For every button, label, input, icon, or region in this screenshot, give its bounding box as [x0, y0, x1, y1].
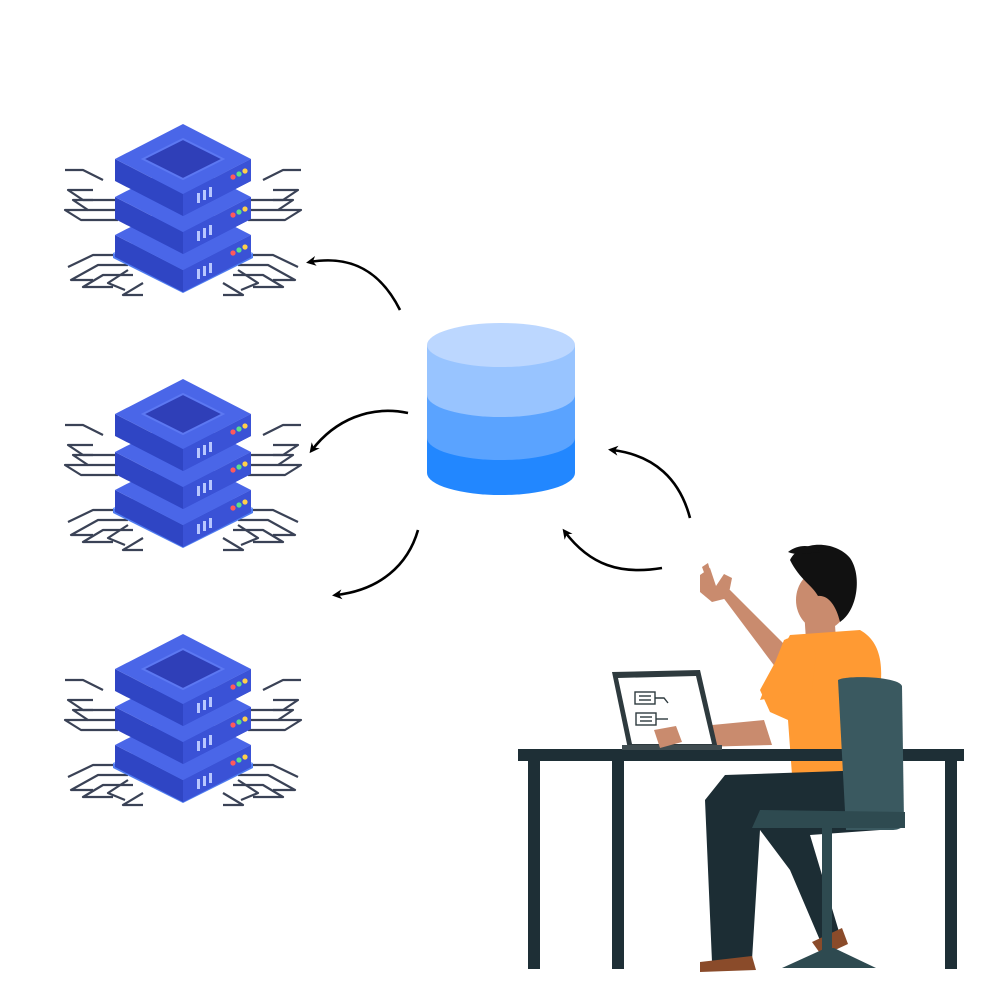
server-middle [65, 379, 301, 550]
server-top [65, 124, 301, 295]
server-bottom [65, 634, 301, 805]
hand [654, 726, 682, 748]
curved-arrow-icon [332, 529, 420, 600]
curved-arrow-icon [309, 409, 409, 454]
curved-arrow-icon [562, 528, 663, 572]
curved-arrow-icon [608, 445, 692, 519]
database-icon [427, 323, 575, 495]
laptop-icon [612, 670, 722, 750]
curved-arrow-icon [306, 256, 402, 311]
arrows [306, 256, 692, 600]
chair [752, 677, 905, 968]
